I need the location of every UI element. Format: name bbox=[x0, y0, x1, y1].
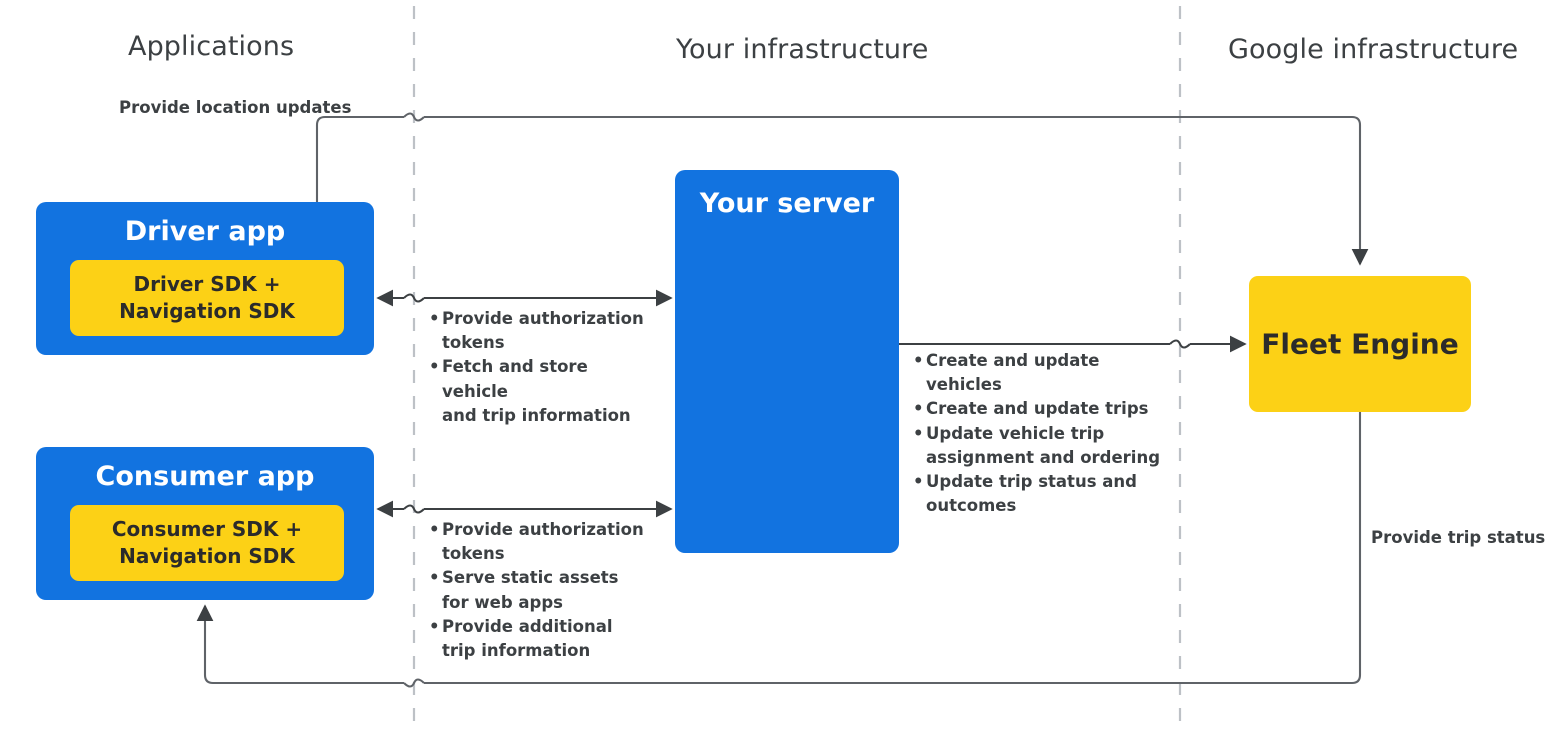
bullet-item-label: Serve static assets for web apps bbox=[442, 568, 619, 612]
driver-app-title: Driver app bbox=[124, 216, 286, 247]
bullet-item: Fetch and store vehicle and trip informa… bbox=[429, 355, 659, 428]
bullet-item: Provide additional trip information bbox=[429, 615, 659, 663]
bullet-item-label: Update trip status and outcomes bbox=[926, 472, 1137, 516]
column-header-google-infrastructure: Google infrastructure bbox=[1228, 34, 1519, 65]
node-driver-sdk[interactable]: Driver SDK + Navigation SDK bbox=[70, 260, 344, 336]
bullet-item-label: Update vehicle trip assignment and order… bbox=[926, 423, 1161, 467]
bullet-list-consumer-to-server: Provide authorization tokensServe static… bbox=[429, 518, 659, 663]
node-fleet-engine[interactable]: Fleet Engine bbox=[1249, 276, 1471, 412]
connector-driver-server bbox=[376, 289, 673, 307]
column-header-your-infrastructure: Your infrastructure bbox=[676, 34, 929, 65]
fleet-engine-label: Fleet Engine bbox=[1261, 327, 1459, 361]
edge-label-provide-trip-status: Provide trip status bbox=[1371, 528, 1546, 547]
bullet-item: Serve static assets for web apps bbox=[429, 566, 659, 614]
connector-trip-status bbox=[196, 412, 1362, 688]
bullet-item-label: Provide authorization tokens bbox=[442, 520, 644, 564]
bullet-item: Provide authorization tokens bbox=[429, 307, 659, 355]
bullet-item: Update trip status and outcomes bbox=[913, 470, 1173, 518]
consumer-app-title: Consumer app bbox=[95, 461, 315, 492]
bullet-list-driver-to-server: Provide authorization tokensFetch and st… bbox=[429, 307, 659, 428]
your-server-title: Your server bbox=[699, 188, 875, 219]
node-consumer-sdk[interactable]: Consumer SDK + Navigation SDK bbox=[70, 505, 344, 581]
bullet-item-label: Create and update vehicles bbox=[926, 351, 1100, 395]
bullet-item: Create and update vehicles bbox=[913, 349, 1173, 397]
bullet-item: Update vehicle trip assignment and order… bbox=[913, 422, 1173, 470]
bullet-item-label: Create and update trips bbox=[926, 399, 1149, 419]
bullet-item: Provide authorization tokens bbox=[429, 518, 659, 566]
connector-server-fleet-engine bbox=[899, 335, 1247, 353]
consumer-sdk-label: Consumer SDK + Navigation SDK bbox=[111, 517, 303, 568]
bullet-item: Create and update trips bbox=[913, 397, 1173, 421]
bullet-item-label: Provide authorization tokens bbox=[442, 309, 644, 353]
bullet-list-server-to-fleet-engine: Create and update vehiclesCreate and upd… bbox=[913, 349, 1173, 518]
node-your-server[interactable]: Your server bbox=[675, 170, 899, 553]
bullet-item-label: Provide additional trip information bbox=[442, 616, 613, 661]
connector-consumer-server bbox=[376, 500, 673, 518]
connector-location-updates bbox=[315, 112, 1369, 266]
edge-label-provide-location-updates: Provide location updates bbox=[119, 98, 352, 117]
column-header-applications: Applications bbox=[128, 31, 295, 62]
bullet-item-label: Fetch and store vehicle and trip informa… bbox=[442, 357, 631, 425]
driver-sdk-label: Driver SDK + Navigation SDK bbox=[119, 272, 295, 323]
